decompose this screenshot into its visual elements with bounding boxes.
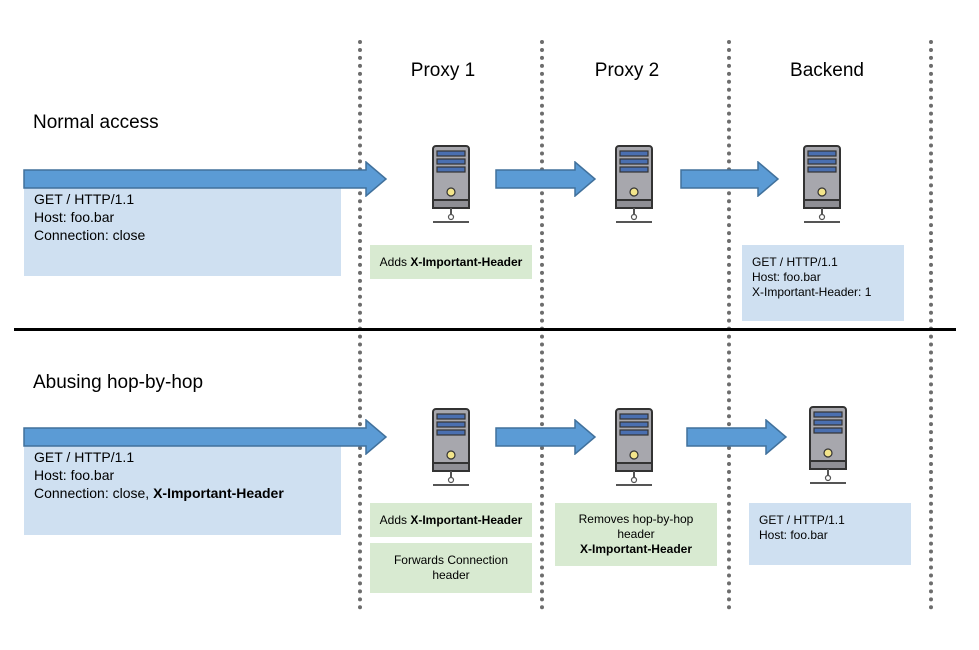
abuse-request-box: GET / HTTP/1.1 Host: foo.bar Connection:… (24, 444, 341, 535)
column-separator-1 (358, 40, 362, 610)
server-icon (614, 144, 654, 226)
normal-backend-line2: Host: foo.bar (752, 270, 821, 284)
server-icon (802, 144, 842, 226)
abuse-request-line3-header: X-Important-Header (153, 485, 284, 501)
abuse-proxy1-note-header: X-Important-Header (410, 512, 523, 527)
column-title-backend: Backend (790, 60, 864, 81)
abuse-backend-line2: Host: foo.bar (759, 528, 828, 542)
server-icon (808, 405, 848, 487)
abuse-proxy1-forwards-line2: header (432, 568, 470, 582)
normal-request-line2: Host: foo.bar (34, 209, 115, 225)
normal-proxy1-note: Adds X-Important-Header (370, 245, 532, 279)
column-separator-3 (727, 40, 731, 610)
column-title-proxy2: Proxy 2 (594, 60, 660, 81)
normal-backend-request-box: GET / HTTP/1.1 Host: foo.bar X-Important… (742, 245, 904, 321)
section-title-normal: Normal access (33, 112, 159, 133)
abuse-backend-line1: GET / HTTP/1.1 (759, 513, 845, 527)
normal-arrow-proxy1-to-proxy2 (495, 161, 597, 197)
abuse-proxy1-note-adds: Adds X-Important-Header (370, 503, 532, 537)
server-icon (614, 407, 654, 489)
server-icon (431, 407, 471, 489)
abuse-proxy1-note-prefix: Adds (379, 512, 411, 527)
abuse-backend-request-box: GET / HTTP/1.1 Host: foo.bar (749, 503, 911, 565)
section-title-abuse: Abusing hop-by-hop (33, 372, 204, 393)
normal-backend-line3: X-Important-Header: 1 (752, 285, 872, 299)
normal-arrow-proxy2-to-backend (680, 161, 780, 197)
column-separator-4 (929, 40, 933, 610)
normal-request-line3: Connection: close (34, 227, 146, 243)
abuse-request-line1: GET / HTTP/1.1 (34, 449, 135, 465)
abuse-proxy2-note-header: X-Important-Header (579, 542, 692, 556)
abuse-proxy2-note-line1: Removes hop-by-hop (578, 512, 694, 526)
server-icon (431, 144, 471, 226)
column-separator-2 (540, 40, 544, 610)
normal-request-box: GET / HTTP/1.1 Host: foo.bar Connection:… (24, 186, 341, 276)
column-title-proxy1: Proxy 1 (410, 60, 476, 81)
abuse-proxy2-note-line2: header (617, 527, 655, 541)
normal-proxy1-note-header: X-Important-Header (410, 254, 523, 269)
abuse-request-line3-prefix: Connection: close, (34, 485, 154, 501)
section-divider (14, 328, 956, 331)
abuse-proxy2-note: Removes hop-by-hop header X-Important-He… (555, 503, 717, 566)
abuse-proxy1-note-forwards: Forwards Connection header (370, 543, 532, 593)
abuse-arrow-proxy1-to-proxy2 (495, 419, 597, 455)
normal-request-line1: GET / HTTP/1.1 (34, 191, 135, 207)
normal-arrow-client-to-proxy1 (23, 161, 388, 197)
abuse-proxy1-forwards-line1: Forwards Connection (393, 553, 509, 567)
abuse-arrow-proxy2-to-backend (686, 419, 788, 455)
abuse-request-line2: Host: foo.bar (34, 467, 115, 483)
abuse-arrow-client-to-proxy1 (23, 419, 388, 455)
normal-proxy1-note-prefix: Adds (379, 254, 411, 269)
normal-backend-line1: GET / HTTP/1.1 (752, 255, 838, 269)
